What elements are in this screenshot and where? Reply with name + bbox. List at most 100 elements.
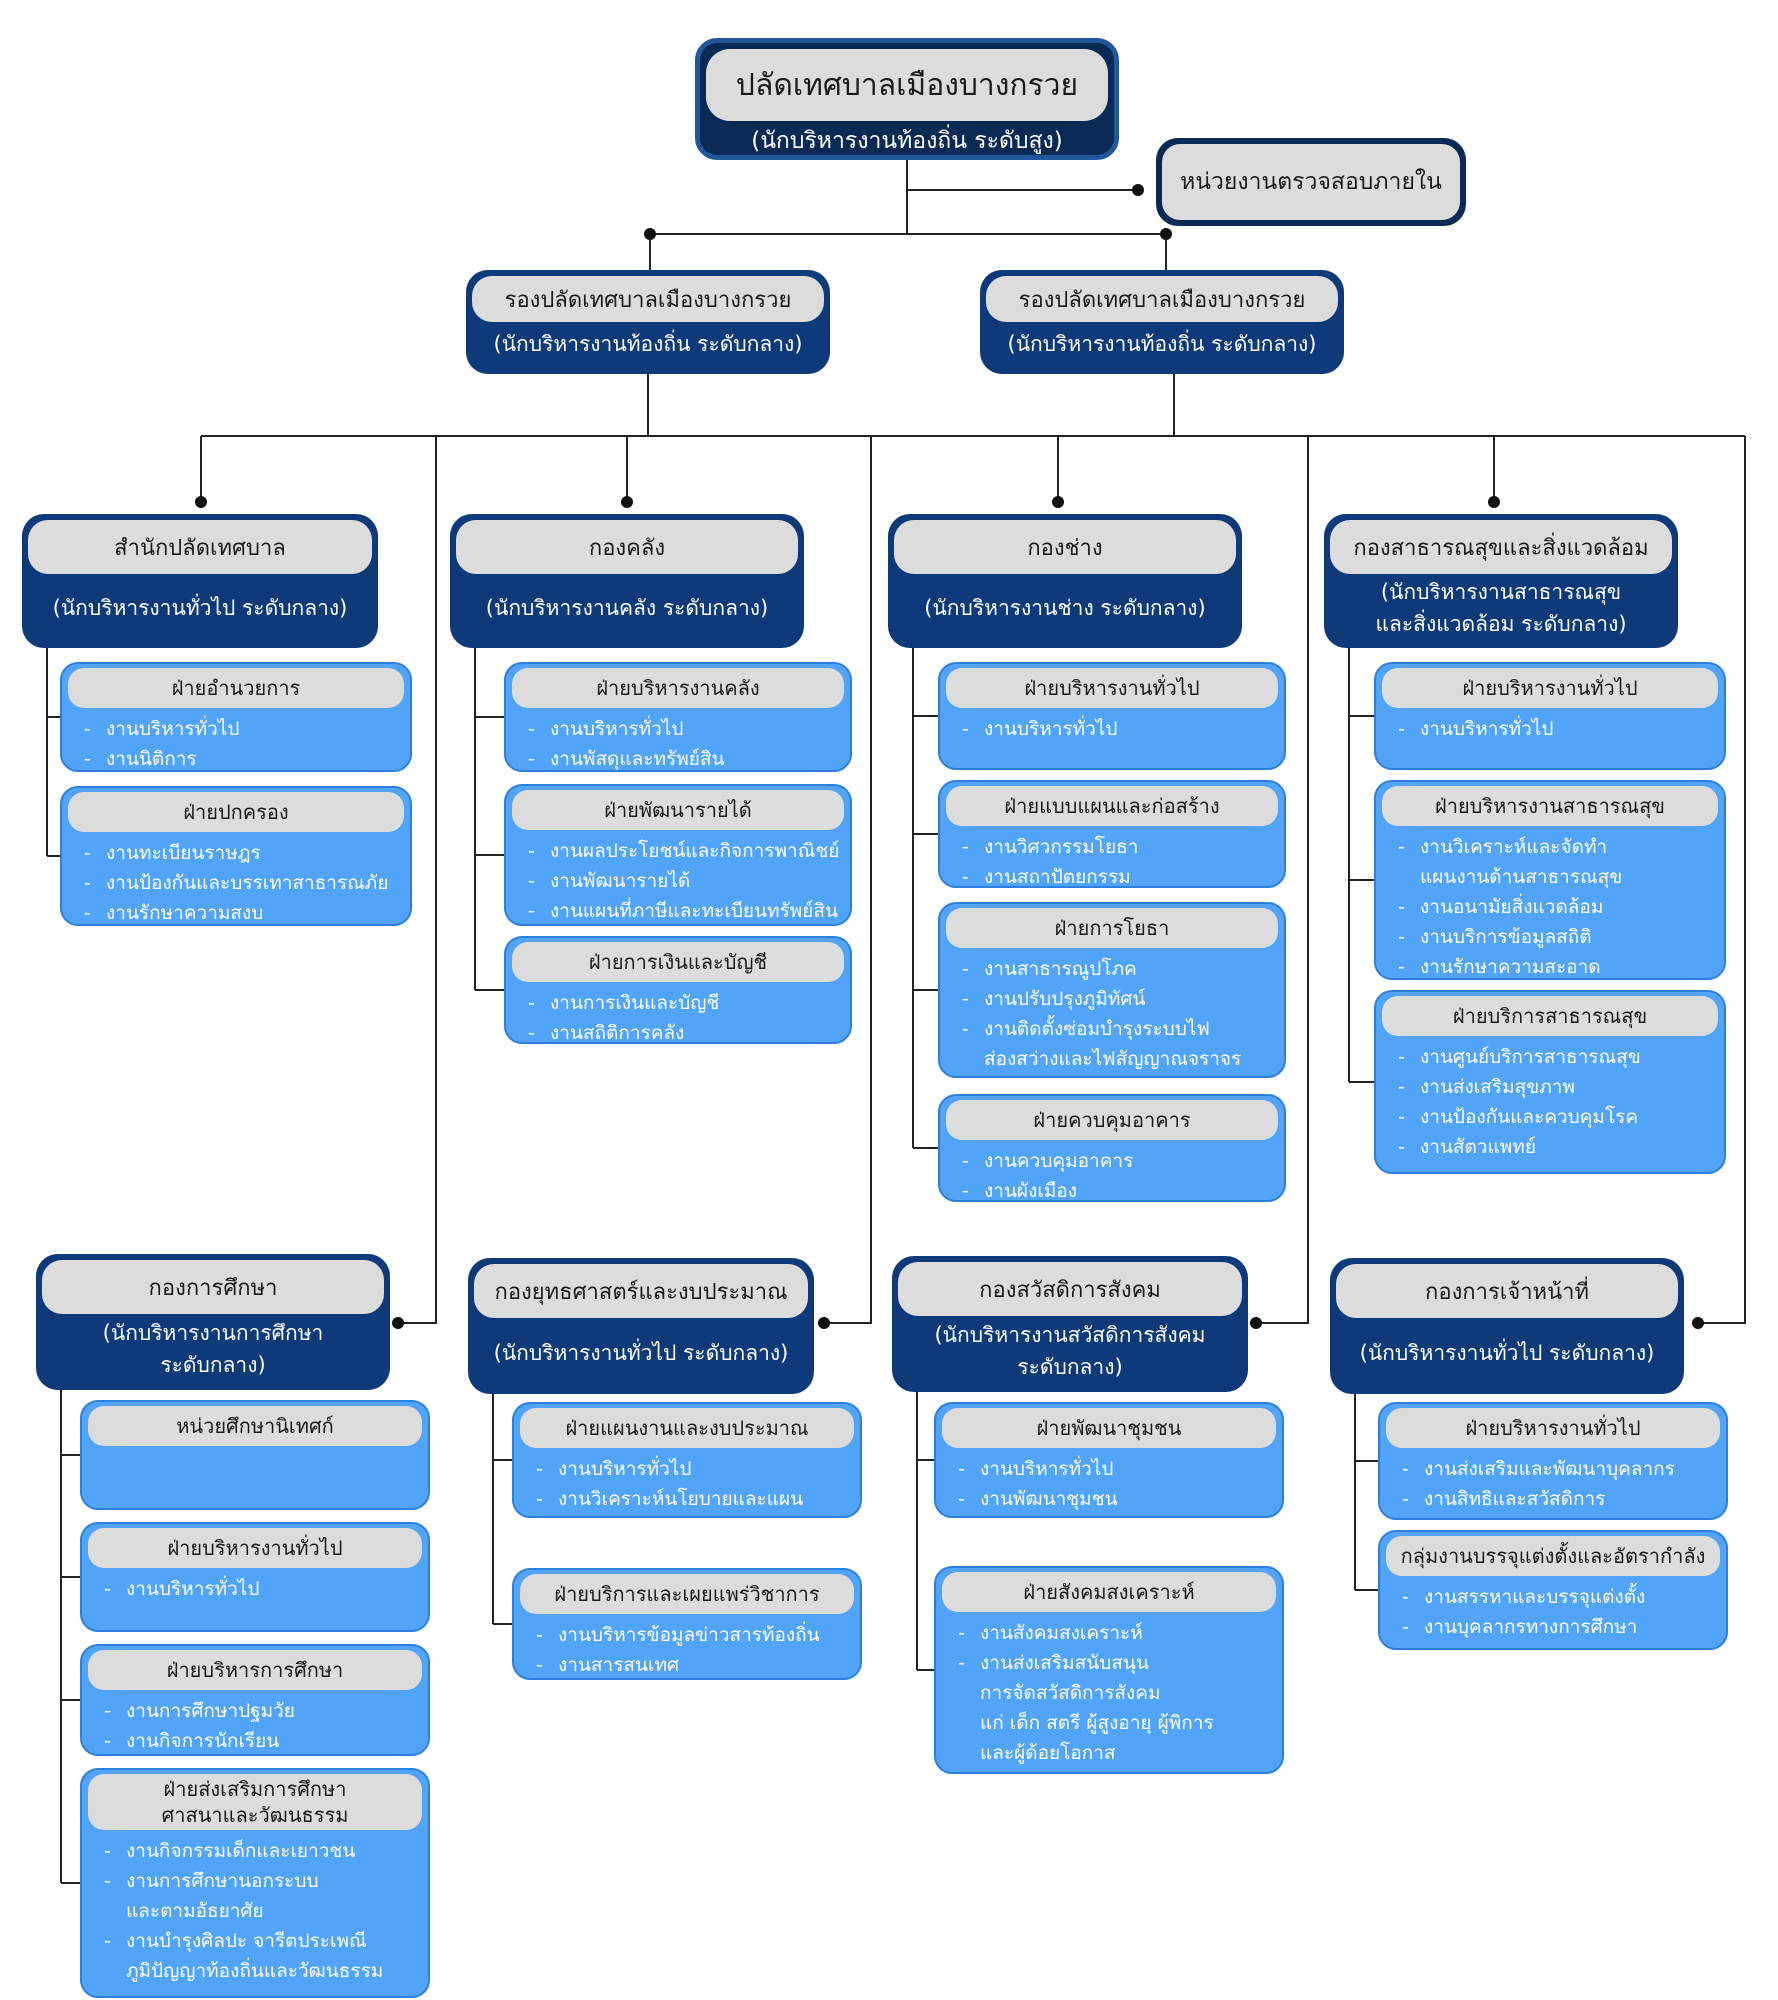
- list-item: งานนิติการ: [84, 744, 404, 774]
- list-item: งานป้องกันและควบคุมโรค: [1398, 1102, 1718, 1132]
- list-item: งานพัฒนาชุมชน: [958, 1484, 1276, 1514]
- section-title: ฝ่ายการโยธา: [946, 908, 1278, 948]
- list-item: งานส่งเสริมและพัฒนาอาชีพ: [958, 1514, 1276, 1544]
- section-items: งานวิศวกรรมโยธางานสถาปัตยกรรม: [946, 832, 1278, 892]
- list-item: งานบริหารทั่วไป: [1398, 714, 1718, 744]
- list-item: งานกิจการนักเรียน: [104, 1726, 422, 1756]
- section-title: ฝ่ายอำนวยการ: [68, 668, 404, 708]
- section-card: ฝ่ายอำนวยการงานบริหารทั่วไปงานนิติการ: [60, 662, 412, 774]
- section-title: กลุ่มงานบรรจุแต่งตั้งและอัตรากำลัง: [1386, 1536, 1720, 1576]
- list-item: งานสถิติการคลัง: [528, 1018, 844, 1048]
- section-title: ฝ่ายส่งเสริมการศึกษา ศาสนาและวัฒนธรรม: [88, 1774, 422, 1830]
- deputy-node-2: รองปลัดเทศบาลเมืองบางกรวย (นักบริหารงานท…: [980, 270, 1344, 374]
- division-subtitle: (นักบริหารงานทั่วไป ระดับกลาง): [493, 1341, 789, 1365]
- division-title: กองคลัง: [456, 520, 798, 574]
- section-items: งานทะเบียนราษฎรงานป้องกันและบรรเทาสาธารณ…: [68, 838, 404, 928]
- list-item: งานส่งเสริมสุขภาพ: [1398, 1072, 1718, 1102]
- list-item: งานพัฒนารายได้: [528, 866, 844, 896]
- section-card: ฝ่ายบริการสาธารณสุขงานศูนย์บริการสาธารณส…: [1374, 990, 1726, 1174]
- deputy-subtitle: (นักบริหารงานท้องถิ่น ระดับกลาง): [493, 332, 803, 356]
- division-node: กองยุทธศาสตร์และงบประมาณ(นักบริหารงานทั่…: [468, 1258, 814, 1394]
- section-items: งานการศึกษาปฐมวัยงานกิจการนักเรียน: [88, 1696, 422, 1756]
- section-title: ฝ่ายปกครอง: [68, 792, 404, 832]
- list-item: งานบริหารทั่วไป: [958, 1454, 1276, 1484]
- section-card: ฝ่ายแผนงานและงบประมาณงานบริหารทั่วไปงานว…: [512, 1402, 862, 1544]
- list-item: งานทะเบียนราษฎร: [84, 838, 404, 868]
- list-item: งานปรับปรุงภูมิทัศน์: [962, 984, 1278, 1014]
- connector-dot: [1132, 184, 1144, 196]
- division-node: กองสวัสดิการสังคม(นักบริหารงานสวัสดิการส…: [892, 1256, 1248, 1392]
- section-card: ฝ่ายบริหารงานสาธารณสุขงานวิเคราะห์และจัด…: [1374, 780, 1726, 982]
- division-node: สำนักปลัดเทศบาล (นักบริหารงานทั่วไป ระดับ…: [22, 514, 378, 648]
- section-title: ฝ่ายบริการสาธารณสุข: [1382, 996, 1718, 1036]
- section-items: งานควบคุมอาคารงานผังเมือง: [946, 1146, 1278, 1206]
- section-title: ฝ่ายบริหารงานทั่วไป: [1386, 1408, 1720, 1448]
- section-title: ฝ่ายบริหารงานคลัง: [512, 668, 844, 708]
- division-title: กองช่าง: [894, 520, 1236, 574]
- section-items: งานวิเคราะห์และจัดทำ แผนงานด้านสาธารณสุข…: [1382, 832, 1718, 982]
- list-item: งานบริหารทั่วไป: [104, 1574, 422, 1604]
- division-title: สำนักปลัดเทศบาล: [28, 520, 372, 574]
- connector-dot: [644, 228, 656, 240]
- deputy-title: รองปลัดเทศบาลเมืองบางกรวย: [472, 276, 824, 322]
- section-card: ฝ่ายบริหารงานคลังงานบริหารทั่วไปงานพัสดุ…: [504, 662, 852, 774]
- section-items: งานบริหารทั่วไปงานวิเคราะห์นโยบายและแผนง…: [520, 1454, 854, 1544]
- list-item: งานส่งเสริมและพัฒนาบุคลากร: [1402, 1454, 1720, 1484]
- list-item: งานศูนย์บริการสาธารณสุข: [1398, 1042, 1718, 1072]
- section-card: ฝ่ายปกครองงานทะเบียนราษฎรงานป้องกันและบร…: [60, 786, 412, 928]
- list-item: งานผังเมือง: [962, 1176, 1278, 1206]
- list-item: งานสรรหาและบรรจุแต่งตั้ง: [1402, 1582, 1720, 1612]
- connector-dot: [1160, 228, 1172, 240]
- connector-dot: [1250, 1317, 1262, 1329]
- division-node: กองสาธารณสุขและสิ่งแวดล้อม(นักบริหารงานส…: [1324, 514, 1678, 648]
- section-items: งานส่งเสริมและพัฒนาบุคลากรงานสิทธิและสวั…: [1386, 1454, 1720, 1514]
- section-title: ฝ่ายบริหารงานสาธารณสุข: [1382, 786, 1718, 826]
- list-item: งานสถาปัตยกรรม: [962, 862, 1278, 892]
- list-item: งานสารสนเทศ: [536, 1650, 854, 1680]
- section-title: ฝ่ายบริหารงานทั่วไป: [1382, 668, 1718, 708]
- deputy-title: รองปลัดเทศบาลเมืองบางกรวย: [986, 276, 1338, 322]
- section-items: งานบริหารข้อมูลข่าวสารท้องถิ่นงานสารสนเท…: [520, 1620, 854, 1680]
- section-card: หน่วยศึกษานิเทศก์: [80, 1400, 430, 1510]
- connector-dot: [392, 1317, 404, 1329]
- section-items: งานสาธารณูปโภคงานปรับปรุงภูมิทัศน์งานติด…: [946, 954, 1278, 1074]
- division-node: กองคลัง(นักบริหารงานคลัง ระดับกลาง): [450, 514, 804, 648]
- list-item: งานวิเคราะห์และจัดทำ แผนงานด้านสาธารณสุข: [1398, 832, 1718, 892]
- connector-line: [398, 436, 437, 1324]
- list-item: งานบริหารทั่วไป: [962, 714, 1278, 744]
- section-card: ฝ่ายบริหารการศึกษางานการศึกษาปฐมวัยงานกิ…: [80, 1644, 430, 1756]
- audit-unit-node: หน่วยงานตรวจสอบภายใน: [1156, 138, 1466, 226]
- list-item: งานบริหารทั่วไป: [528, 714, 844, 744]
- section-card: ฝ่ายการโยธางานสาธารณูปโภคงานปรับปรุงภูมิ…: [938, 902, 1286, 1078]
- list-item: งานบำรุงศิลปะ จารีตประเพณี ภูมิปัญญาท้อง…: [104, 1926, 422, 1986]
- chief-node: ปลัดเทศบาลเมืองบางกรวย (นักบริหารงานท้อง…: [695, 38, 1119, 160]
- section-title: ฝ่ายแบบแผนและก่อสร้าง: [946, 786, 1278, 826]
- list-item: งานบริหารข้อมูลข่าวสารท้องถิ่น: [536, 1620, 854, 1650]
- list-item: งานบริการข้อมูลสถิติ: [1398, 922, 1718, 952]
- division-subtitle: (นักบริหารงานการศึกษา ระดับกลาง): [102, 1321, 324, 1377]
- section-title: หน่วยศึกษานิเทศก์: [88, 1406, 422, 1446]
- list-item: งานควบคุมอาคาร: [962, 1146, 1278, 1176]
- division-subtitle: (นักบริหารงานทั่วไป ระดับกลาง): [52, 596, 348, 620]
- list-item: งานบุคลากรทางการศึกษา: [1402, 1612, 1720, 1642]
- section-title: ฝ่ายบริหารการศึกษา: [88, 1650, 422, 1690]
- division-title: กองสวัสดิการสังคม: [898, 1262, 1242, 1316]
- list-item: งานติดตั้งซ่อมบำรุงระบบไฟ ส่องสว่างและไฟ…: [962, 1014, 1278, 1074]
- list-item: งานสิทธิและสวัสดิการ: [1402, 1484, 1720, 1514]
- connector-line: [1256, 436, 1309, 1324]
- section-items: งานบริหารทั่วไป: [1382, 714, 1718, 744]
- connector-line: [1698, 436, 1746, 1324]
- list-item: งานพัสดุและทรัพย์สิน: [528, 744, 844, 774]
- list-item: งานการศึกษาปฐมวัย: [104, 1696, 422, 1726]
- section-card: กลุ่มงานบรรจุแต่งตั้งและอัตรากำลังงานสรร…: [1378, 1530, 1728, 1650]
- audit-unit-label: หน่วยงานตรวจสอบภายใน: [1162, 144, 1460, 220]
- section-items: งานบริหารทั่วไปงานพัฒนาชุมชนงานส่งเสริมแ…: [942, 1454, 1276, 1544]
- section-card: ฝ่ายแบบแผนและก่อสร้างงานวิศวกรรมโยธางานส…: [938, 780, 1286, 892]
- section-title: ฝ่ายบริหารงานทั่วไป: [88, 1528, 422, 1568]
- list-item: งานการศึกษานอกระบบ และตามอัธยาศัย: [104, 1866, 422, 1926]
- section-card: ฝ่ายพัฒนารายได้งานผลประโยชน์และกิจการพาณ…: [504, 784, 852, 926]
- deputy-node-1: รองปลัดเทศบาลเมืองบางกรวย (นักบริหารงานท…: [466, 270, 830, 374]
- section-title: ฝ่ายบริหารงานทั่วไป: [946, 668, 1278, 708]
- division-subtitle: (นักบริหารงานสาธารณสุข และสิ่งแวดล้อม ระ…: [1375, 580, 1627, 636]
